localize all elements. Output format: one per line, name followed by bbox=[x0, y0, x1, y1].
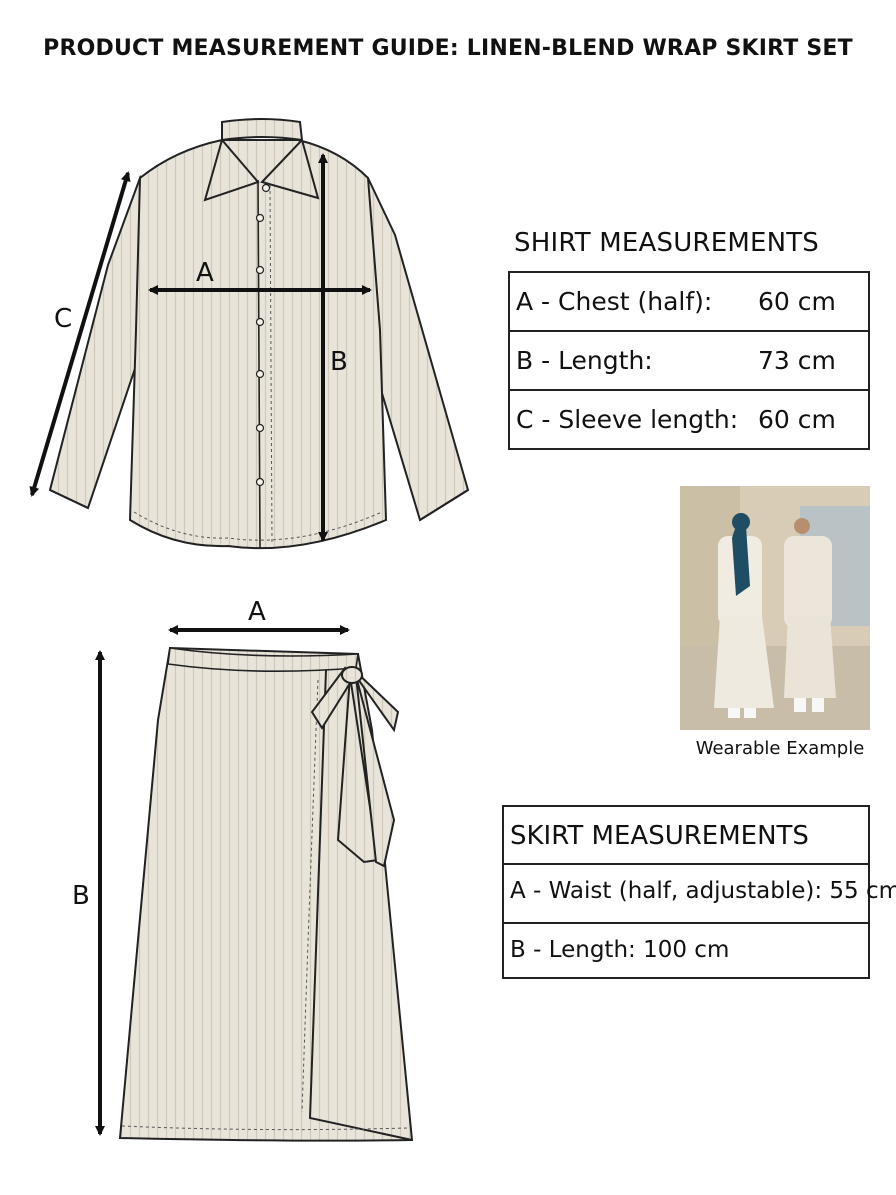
shirt-row-value: 60 cm bbox=[754, 271, 870, 332]
skirt-wrap-edge bbox=[308, 669, 413, 1141]
shirt-label-a: A bbox=[196, 258, 214, 288]
shirt-measurements-table: A - Chest (half): 60 cm B - Length: 73 c… bbox=[508, 271, 870, 450]
shirt-illustration bbox=[48, 118, 470, 550]
shirt-dimension-c-arrow bbox=[29, 171, 131, 497]
table-row: C - Sleeve length: 60 cm bbox=[508, 389, 870, 450]
skirt-measurements-table: SKIRT MEASUREMENTS A - Waist (half, adju… bbox=[502, 805, 896, 979]
table-row: A - Waist (half, adjustable): 55 cm bbox=[510, 878, 896, 904]
shirt-row-value: 60 cm bbox=[754, 389, 870, 450]
skirt-measurements-heading: SKIRT MEASUREMENTS bbox=[504, 807, 868, 865]
photo-caption: Wearable Example bbox=[695, 738, 865, 759]
shirt-measurements-heading: SHIRT MEASUREMENTS bbox=[514, 228, 820, 258]
shirt-label-c: C bbox=[54, 304, 72, 334]
wearable-example-photo bbox=[680, 486, 870, 730]
skirt-label-b: B bbox=[72, 881, 90, 911]
table-row: B - Length: 73 cm bbox=[508, 330, 870, 391]
shirt-placket bbox=[257, 179, 261, 549]
shirt-row-value: 73 cm bbox=[754, 330, 870, 391]
shirt-collar bbox=[221, 118, 304, 142]
shirt-row-label: A - Chest (half): bbox=[508, 271, 754, 332]
table-row: B - Length: 100 cm bbox=[504, 922, 868, 979]
skirt-label-a: A bbox=[248, 597, 266, 627]
table-row: A - Chest (half): 60 cm bbox=[508, 271, 870, 332]
page-title: PRODUCT MEASUREMENT GUIDE: LINEN-BLEND W… bbox=[43, 36, 853, 61]
shirt-row-label: C - Sleeve length: bbox=[508, 389, 754, 450]
shirt-buttons bbox=[255, 183, 271, 487]
shirt-label-b: B bbox=[330, 347, 348, 377]
skirt-illustration bbox=[118, 646, 414, 1142]
shirt-row-label: B - Length: bbox=[508, 330, 754, 391]
